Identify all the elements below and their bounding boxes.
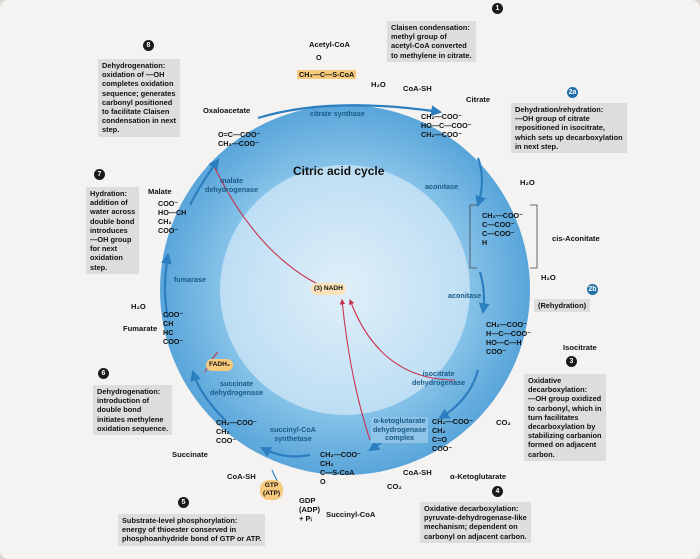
oxidative-decarboxylation-box-1: Oxidative decarboxylation: —OH group oxi… (524, 374, 606, 461)
step-6-badge: 6 (98, 368, 109, 379)
fumarase-arrow (161, 252, 172, 319)
succinate-dehydrogenase-label: succinate dehydrogenase (210, 379, 264, 397)
citrate-bracket (469, 204, 477, 269)
claisen-condensation-box: Claisen condensation: methyl group of ac… (387, 21, 476, 62)
cis-aconitate-bracket (530, 204, 538, 269)
fadh2-cofactor: FADH₂ (206, 359, 233, 371)
malate-structure: COO⁻ HO—CH CH₂ COO⁻ (158, 199, 187, 235)
malate-dehydrogenase-label: malate dehydrogenase (205, 176, 259, 194)
rehydration-box: (Rehydration) (534, 299, 591, 313)
alpha-ketoglutarate-label: α-Ketoglutarate (450, 472, 507, 481)
nadh-arrow-isocitrate (348, 298, 456, 381)
citrate-structure: CH₂—COO⁻ HO—C—COO⁻ CH₂—COO⁻ (421, 112, 472, 139)
step-2b-badge: 2b (587, 284, 598, 295)
succinyl-coa-synthetase-label: succinyl-CoA synthetase (270, 425, 316, 443)
co2-cofactor-2: CO₂ (387, 482, 402, 491)
coash-cofactor-1: CoA-SH (403, 84, 432, 93)
aconitase-arrow-1 (475, 157, 486, 208)
acetyl-coa-structure: CH₃—C—S-CoA (297, 70, 357, 79)
aconitase-label-2: aconitase (448, 291, 482, 300)
succinyl-coa-label: Succinyl-CoA (326, 510, 376, 519)
oxidative-decarboxylation-box-2: Oxidative decarboxylation: pyruvate-dehy… (420, 502, 531, 543)
isocitrate-label: Isocitrate (563, 343, 597, 352)
succinate-structure: CH₂—COO⁻ CH₂ COO⁻ (216, 418, 257, 445)
step-8-badge: 8 (143, 40, 154, 51)
malate-label: Malate (148, 187, 172, 196)
isocitrate-dehydrogenase-label: isocitrate dehydrogenase (412, 369, 466, 387)
h2o-cofactor-1: H₂O (371, 80, 386, 89)
nadh-cofactor: (3) NADH (311, 283, 346, 295)
isocitrate-dh-arrow (438, 369, 480, 420)
aconitase-label-1: aconitase (425, 182, 459, 191)
coash-cofactor-3: CoA-SH (227, 472, 256, 481)
diagram-title: Citric acid cycle (293, 164, 385, 178)
aconitase-arrow-2 (478, 271, 490, 315)
step-1-badge: 1 (492, 3, 503, 14)
gdp-cofactor: GDP (ADP) + Pᵢ (299, 496, 321, 523)
oxaloacetate-label: Oxaloacetate (203, 106, 251, 115)
step-2a-badge: 2a (567, 87, 578, 98)
h2o-cofactor-3: H₂O (541, 273, 556, 282)
fumarate-structure: COO⁻ CH HC COO⁻ (163, 310, 184, 346)
akg-dehydrogenase-label: α-ketoglutarate dehydrogenase complex (371, 416, 429, 443)
gtp-cofactor: GTP (ATP) (260, 480, 284, 500)
dehydrogenation-top-box: Dehydrogenation: oxidation of —OH comple… (98, 59, 180, 137)
hydration-box: Hydration: addition of water across doub… (86, 187, 140, 274)
h2o-cofactor-4: H₂O (131, 302, 146, 311)
cis-aconitate-label: cis-Aconitate (552, 234, 600, 243)
step-3-badge: 3 (566, 356, 577, 367)
step-4-badge: 4 (492, 486, 503, 497)
step-5-badge: 5 (178, 497, 189, 508)
h2o-cofactor-2: H₂O (520, 178, 535, 187)
citrate-synthase-label: citrate synthase (310, 109, 365, 118)
alpha-ketoglutarate-structure: CH₂—COO⁻ CH₂ C=O COO⁻ (432, 417, 473, 453)
succinyl-coa-structure: CH₂—COO⁻ CH₂ C—S-CoA O (320, 450, 361, 486)
succinate-label: Succinate (172, 450, 208, 459)
substrate-level-phosphorylation-box: Substrate-level phosphorylation: energy … (118, 514, 266, 546)
cis-aconitate-structure: CH₂—COO⁻ C—COO⁻ C—COO⁻ H (482, 211, 523, 247)
fumarate-label: Fumarate (123, 324, 158, 333)
coash-cofactor-2: CoA-SH (403, 468, 432, 477)
oxaloacetate-structure: O=C—COO⁻ CH₂—COO⁻ (218, 130, 261, 148)
succinate-dh-arrow (190, 369, 226, 421)
acetyl-carbonyl-o: O (316, 53, 322, 62)
succinyl-coa-synthetase-arrow (260, 446, 311, 458)
nadh-arrow-malate (214, 167, 332, 291)
malate-dh-arrow (189, 158, 220, 206)
co2-cofactor-1: CO₂ (496, 418, 511, 427)
isocitrate-structure: CH₂—COO⁻ H—C—COO⁻ HO—C—H COO⁻ (486, 320, 531, 356)
step-7-badge: 7 (94, 169, 105, 180)
nadh-arrow-akg (339, 298, 371, 441)
acetyl-coa-label: Acetyl-CoA (309, 40, 350, 49)
fumarase-label: fumarase (174, 275, 206, 284)
citrate-label: Citrate (466, 95, 491, 104)
dehydration-rehydration-box: Dehydration/rehydration: —OH group of ci… (511, 103, 627, 154)
dehydrogenation-bottom-box: Dehydrogenation: introduction of double … (93, 385, 173, 436)
citrate-synthase-arrow (257, 104, 443, 120)
